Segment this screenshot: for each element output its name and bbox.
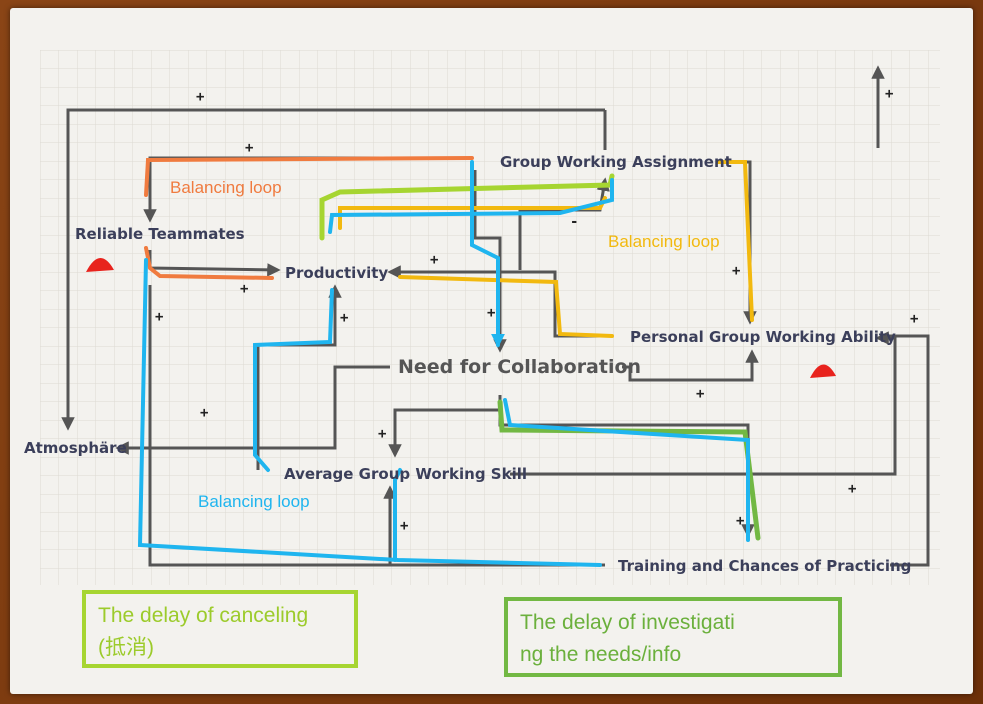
- node-average-group-working-skill: Average Group Working Skill: [284, 465, 527, 483]
- node-need-for-collaboration: Need for Collaboration: [398, 356, 641, 378]
- cyan-loop: [137, 160, 750, 567]
- note-line: The delay of canceling: [98, 604, 309, 627]
- loop-label-yellow: Balancing loop: [608, 232, 720, 251]
- plus-sign: +: [910, 311, 918, 327]
- plus-sign: +: [696, 386, 704, 402]
- red-delay-marker-right: [810, 364, 836, 378]
- plus-sign: +: [885, 86, 893, 102]
- plus-sign: +: [196, 89, 204, 105]
- arrow-skill-to-ability: [510, 331, 897, 476]
- arrow-training-to-ability: [880, 334, 930, 567]
- plus-sign: +: [400, 518, 408, 534]
- node-training-and-chances: Training and Chances of Practicing: [618, 557, 911, 575]
- note-line: (抵消): [98, 635, 154, 659]
- loop-label-cyan: Balancing loop: [198, 492, 310, 511]
- loop-label-orange: Balancing loop: [170, 178, 282, 197]
- node-reliable-teammates: Reliable Teammates: [75, 225, 245, 243]
- plus-sign: +: [736, 513, 744, 529]
- plus-sign: +: [340, 310, 348, 326]
- plus-sign: +: [200, 405, 208, 421]
- red-delay-marker-left: [86, 257, 114, 272]
- plus-sign: +: [155, 309, 163, 325]
- minus-sign: -: [570, 214, 578, 230]
- plus-sign: +: [245, 140, 253, 156]
- plus-sign: +: [487, 305, 495, 321]
- node-productivity: Productivity: [285, 264, 388, 282]
- note-delay-of-canceling: The delay of canceling (抵消): [82, 590, 358, 668]
- plus-sign: +: [848, 481, 856, 497]
- note-line: The delay of investigati: [520, 611, 735, 634]
- note-line: ng the needs/info: [520, 642, 682, 666]
- polarity-signs: + + + + - + + + + + + + + + + + +: [155, 86, 918, 534]
- note-delay-of-investigating: The delay of investigati ng the needs/in…: [504, 597, 842, 677]
- plus-sign: +: [430, 252, 438, 268]
- node-group-working-assignment: Group Working Assignment: [500, 153, 732, 171]
- plus-sign: +: [378, 426, 386, 442]
- arrow-need-to-atmosphare: [115, 365, 390, 455]
- orange-loop: [144, 156, 474, 280]
- node-personal-group-working-ability: Personal Group Working Ability: [630, 328, 896, 346]
- arrow-need-to-ability: [622, 349, 759, 382]
- grid-background: [40, 50, 940, 585]
- plus-sign: +: [732, 263, 740, 279]
- plus-sign: +: [240, 281, 248, 297]
- node-atmosphare: Atmosphäre: [24, 439, 127, 457]
- arrow-to-atmosphare: [61, 108, 605, 431]
